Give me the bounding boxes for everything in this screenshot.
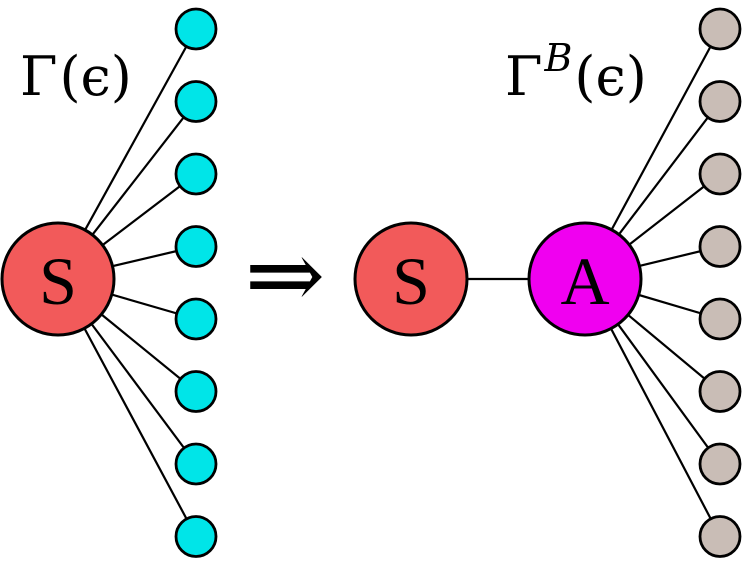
left-spectral-label: Γ(ϵ) bbox=[20, 45, 132, 108]
right-bath-mode-8 bbox=[698, 515, 742, 558]
right-bath-mode-2 bbox=[698, 80, 742, 123]
system-node-right: S bbox=[353, 221, 469, 337]
right-bath-mode-6 bbox=[698, 370, 742, 413]
right-bath-mode-3 bbox=[698, 152, 742, 196]
right-gamma-argument: (ϵ) bbox=[574, 45, 646, 108]
left-bath-mode-2 bbox=[174, 80, 218, 123]
right-gamma-symbol: Γ bbox=[505, 45, 542, 108]
right-bath-mode-5 bbox=[698, 297, 742, 341]
left-bath-mode-5 bbox=[174, 297, 218, 341]
left-bath-mode-3 bbox=[174, 152, 218, 196]
auxiliary-node: A bbox=[527, 221, 643, 337]
right-bath-modes bbox=[698, 7, 742, 558]
left-bath-mode-7 bbox=[174, 442, 218, 486]
system-node-left: S bbox=[0, 221, 116, 337]
auxiliary-label: A bbox=[560, 243, 609, 319]
system-right-label: S bbox=[392, 243, 430, 319]
right-gamma-superscript: B bbox=[543, 36, 572, 80]
left-bath-modes bbox=[174, 7, 218, 558]
left-bath-mode-6 bbox=[174, 370, 218, 413]
implies-arrow: ⇒ bbox=[245, 219, 325, 331]
left-bath-mode-4 bbox=[174, 225, 218, 268]
right-spectral-label: ΓB(ϵ) bbox=[505, 36, 647, 108]
left-bath-mode-8 bbox=[174, 515, 218, 558]
left-bath-mode-1 bbox=[174, 7, 218, 51]
right-bath-mode-1 bbox=[698, 7, 742, 51]
system-left-label: S bbox=[39, 243, 77, 319]
left-gamma-symbol: Γ bbox=[20, 45, 57, 108]
left-gamma-argument: (ϵ) bbox=[59, 45, 131, 108]
right-bath-mode-4 bbox=[698, 225, 742, 268]
right-bath-mode-7 bbox=[698, 442, 742, 486]
